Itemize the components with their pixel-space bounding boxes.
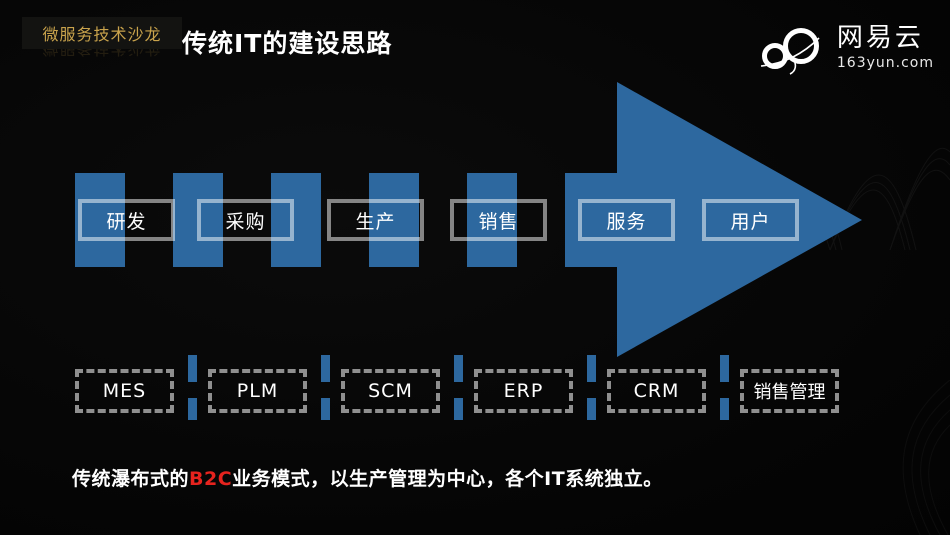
logo-domain: 163yun.com [836,55,934,71]
logo-text: 网易云 163yun.com [837,25,934,71]
block-arrow [565,82,862,357]
stage-label: 研发 [106,210,147,233]
caption-text: 传统瀑布式的B2C业务模式，以生产管理为中心，各个IT系统独立。 [72,464,663,491]
system-label: MES [102,380,147,402]
system-box-crm: CRM [607,369,706,413]
caption-prefix: 传统瀑布式的 [72,468,190,490]
system-separator [454,355,463,420]
event-tag-label: 微服务技术沙龙 [42,25,162,44]
wave-texture-bottom [902,380,950,535]
flow-bar [467,173,517,267]
logo-name: 网易云 [836,23,924,53]
system-box-sales-mgmt: 销售管理 [740,369,839,413]
system-box-scm: SCM [341,369,440,413]
system-label: CRM [633,380,680,402]
netease-cloud-logo: 网易云 163yun.com [759,20,934,76]
stage-box-sales: 销售 [450,199,547,241]
stage-box-service: 服务 [578,199,675,241]
cloud-icon [760,28,820,75]
flow-bar [271,173,321,267]
flow-bar [75,173,125,267]
system-separator [188,355,197,420]
stage-box-purchase: 采购 [197,199,294,241]
system-label: ERP [503,380,544,402]
system-label: 销售管理 [753,382,826,403]
event-tag: 微服务技术沙龙 [22,17,182,49]
system-box-mes: MES [75,369,174,413]
stage-box-rd: 研发 [78,199,175,241]
system-separator [587,355,596,420]
stage-label: 采购 [225,210,266,233]
stage-label: 销售 [478,210,519,233]
stage-label: 服务 [606,210,647,233]
system-label: PLM [236,380,279,402]
slide-title: 传统IT的建设思路 [182,29,393,58]
stage-box-user: 用户 [702,199,799,241]
flow-bar [369,173,419,267]
caption-highlight-b2c: B2C [189,468,233,490]
caption-suffix: 业务模式，以生产管理为中心，各个IT系统独立。 [232,468,663,490]
stage-label: 生产 [355,210,396,233]
stage-label: 用户 [730,210,771,233]
system-box-plm: PLM [208,369,307,413]
system-box-erp: ERP [474,369,573,413]
system-label: SCM [368,380,413,402]
system-separator [720,355,729,420]
stage-box-produce: 生产 [327,199,424,241]
system-separator [321,355,330,420]
